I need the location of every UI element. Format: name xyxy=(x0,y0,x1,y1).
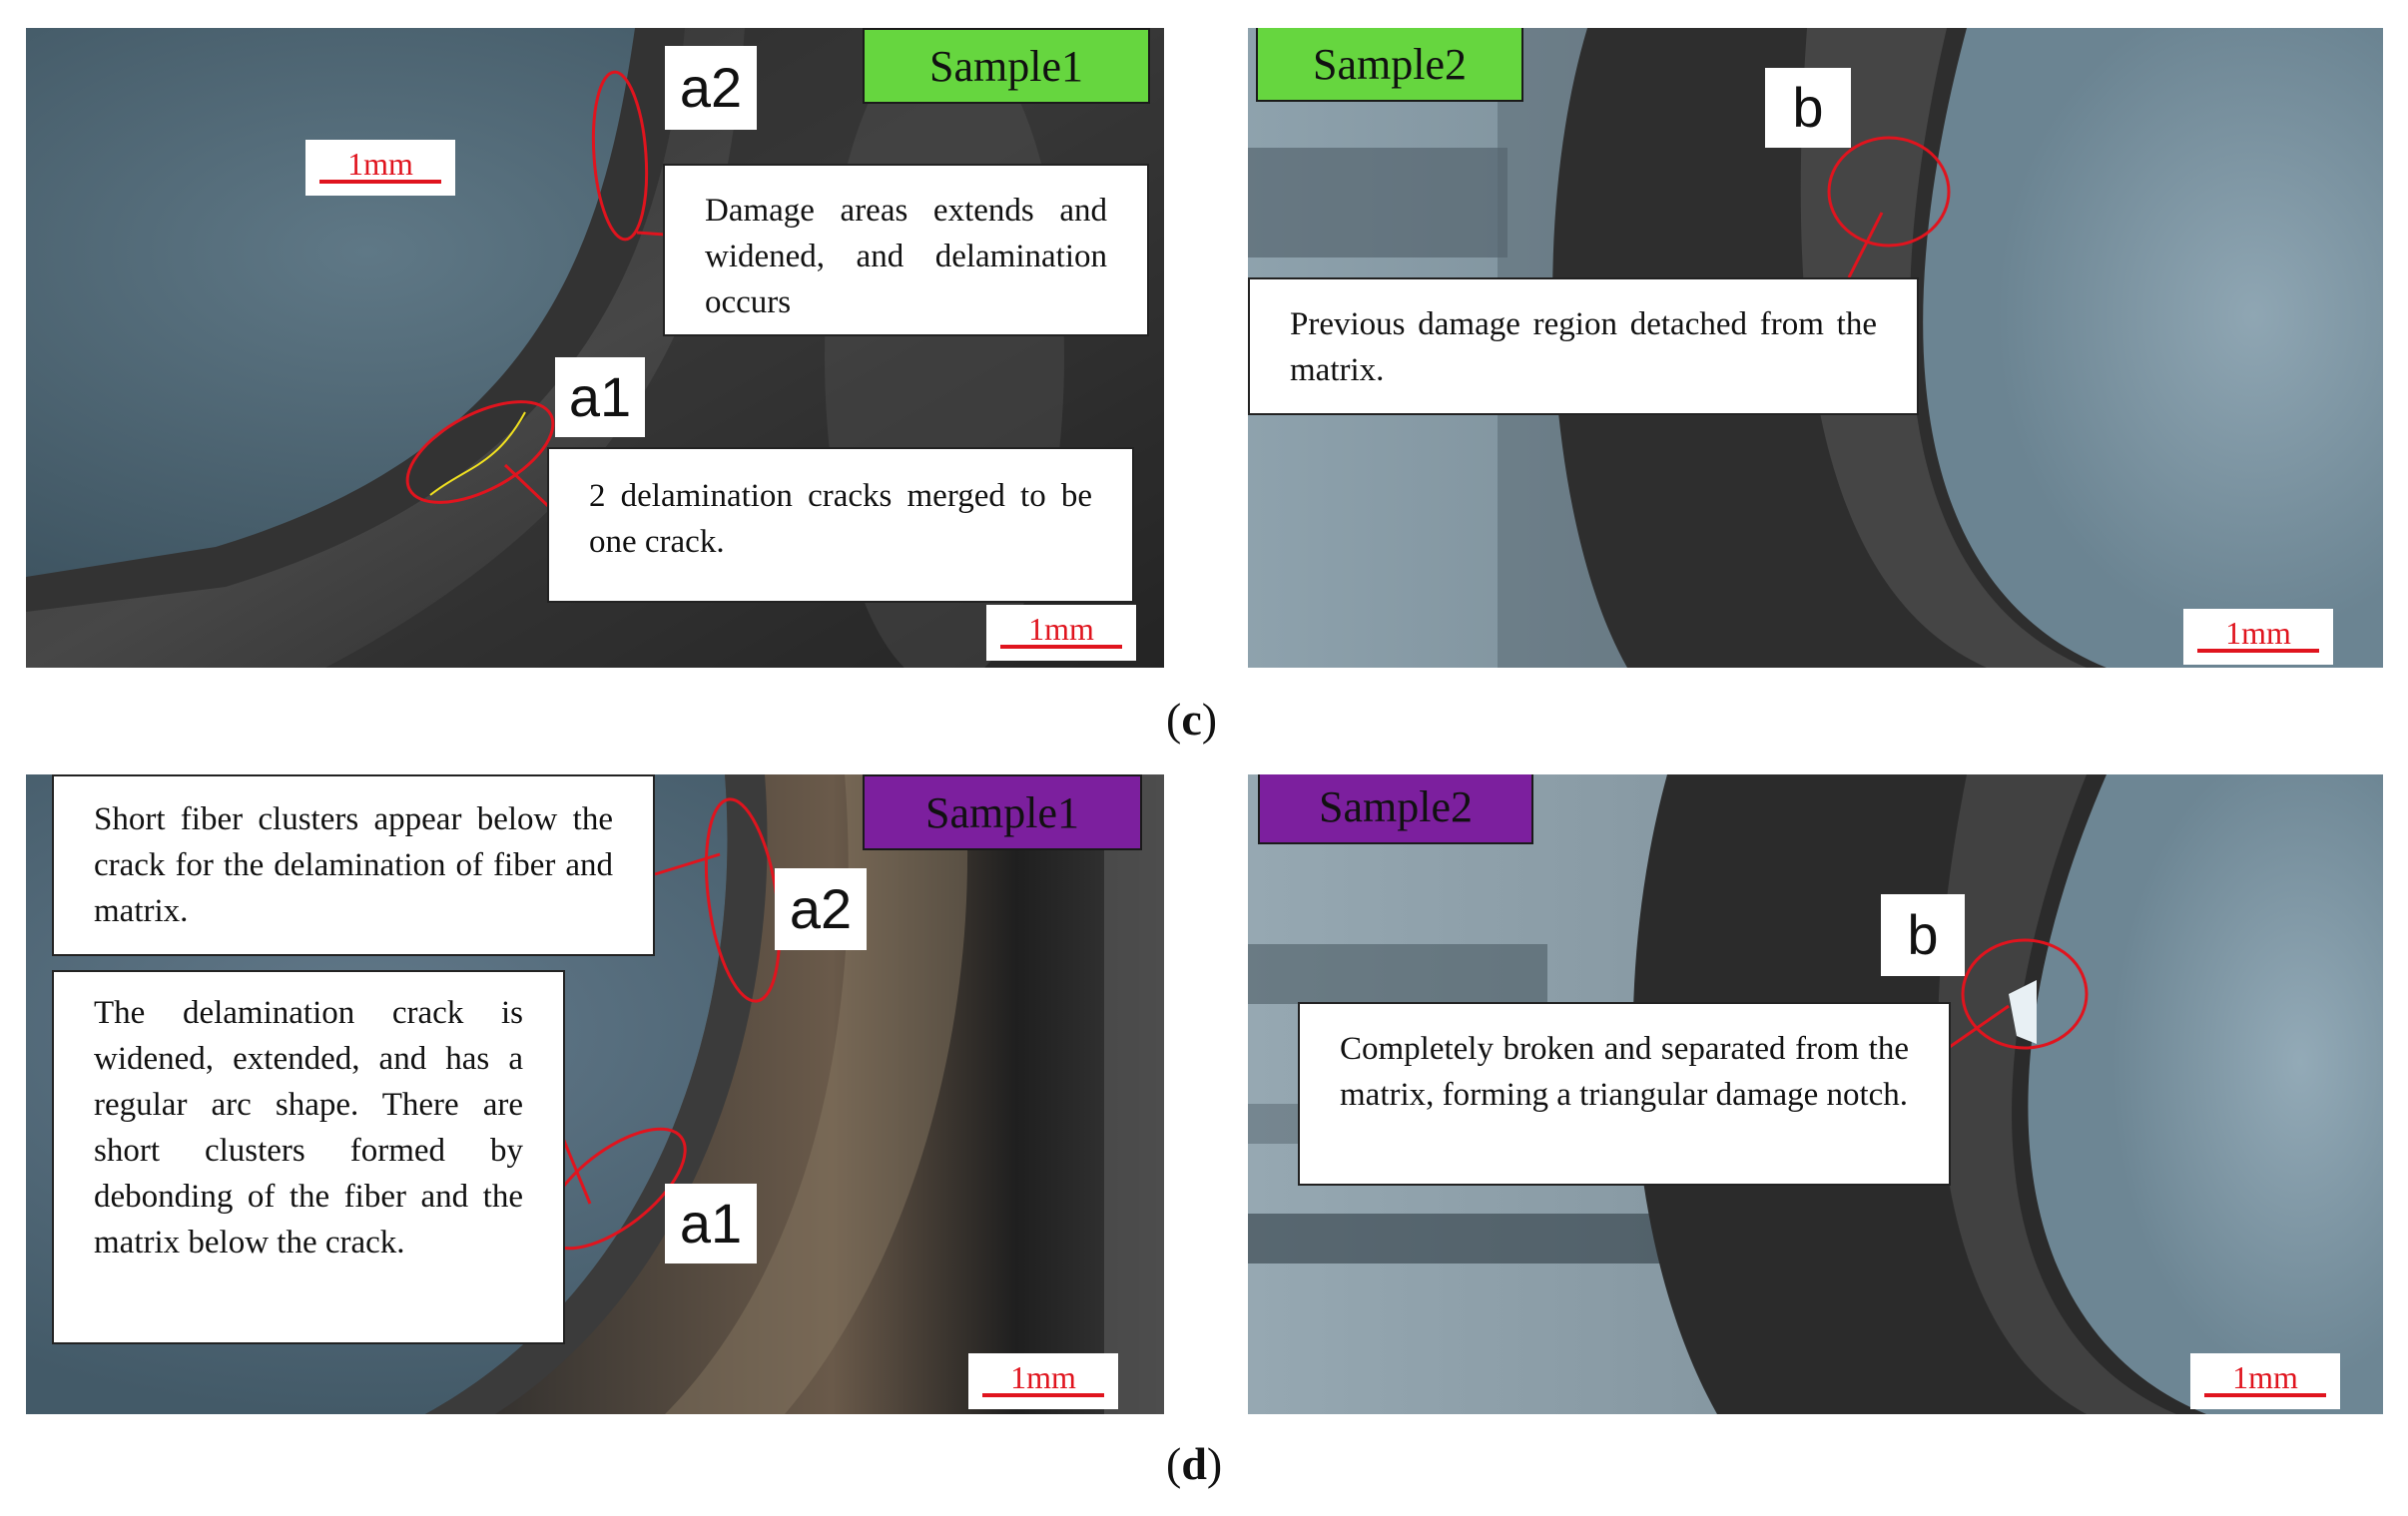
sample-tag: Sample1 xyxy=(863,28,1150,104)
scale-label: 1mm xyxy=(2232,1359,2298,1395)
scale-line xyxy=(319,180,441,184)
photo-d-sample2: Sample2 b Completely broken and separate… xyxy=(1248,774,2383,1414)
caption-letter: c xyxy=(1181,694,1202,745)
label-a2: a2 xyxy=(775,868,867,950)
scale-bar: 1mm xyxy=(2183,609,2333,665)
label-a1: a1 xyxy=(555,357,645,437)
caption-c: (c) xyxy=(1166,694,1218,745)
scale-label: 1mm xyxy=(1010,1359,1076,1395)
label-a1: a1 xyxy=(665,1184,757,1263)
scale-line xyxy=(1000,645,1122,649)
label-a2: a2 xyxy=(665,46,757,130)
scale-label: 1mm xyxy=(1028,611,1094,647)
caption-d: (d) xyxy=(1166,1438,1223,1489)
scale-label: 1mm xyxy=(2225,615,2291,651)
scale-line xyxy=(2197,649,2319,653)
note-arc-shape-crack: The delamination crack is widened, exten… xyxy=(52,970,565,1344)
note-triangular-notch: Completely broken and separated from the… xyxy=(1298,1002,1951,1186)
scale-label: 1mm xyxy=(347,146,413,182)
scale-bar: 1mm xyxy=(2190,1353,2340,1409)
sample-tag: Sample2 xyxy=(1256,28,1523,102)
label-b: b xyxy=(1765,68,1851,148)
scale-bar: 1mm xyxy=(986,605,1136,661)
sample-tag: Sample2 xyxy=(1258,774,1533,844)
scale-bar: 1mm xyxy=(968,1353,1118,1409)
scale-line xyxy=(2204,1393,2326,1397)
sample-tag: Sample1 xyxy=(863,774,1142,850)
photo-c-sample2: Sample2 b Previous damage region detache… xyxy=(1248,28,2383,668)
photo-c-sample1: Sample1 a2 a1 Damage areas extends and w… xyxy=(26,28,1164,668)
caption-letter: d xyxy=(1181,1438,1207,1489)
note-damage-detached: Previous damage region detached from the… xyxy=(1248,277,1919,415)
label-b: b xyxy=(1881,894,1965,976)
photo-d-sample1: Sample1 a2 a1 Short fiber clusters appea… xyxy=(26,774,1164,1414)
note-cracks-merged: 2 delamination cracks merged to be one c… xyxy=(547,447,1134,603)
note-damage-extends: Damage areas extends and widened, and de… xyxy=(663,164,1149,336)
scale-line xyxy=(982,1393,1104,1397)
note-short-fiber-clusters: Short fiber clusters appear below the cr… xyxy=(52,774,655,956)
scale-bar: 1mm xyxy=(305,140,455,196)
